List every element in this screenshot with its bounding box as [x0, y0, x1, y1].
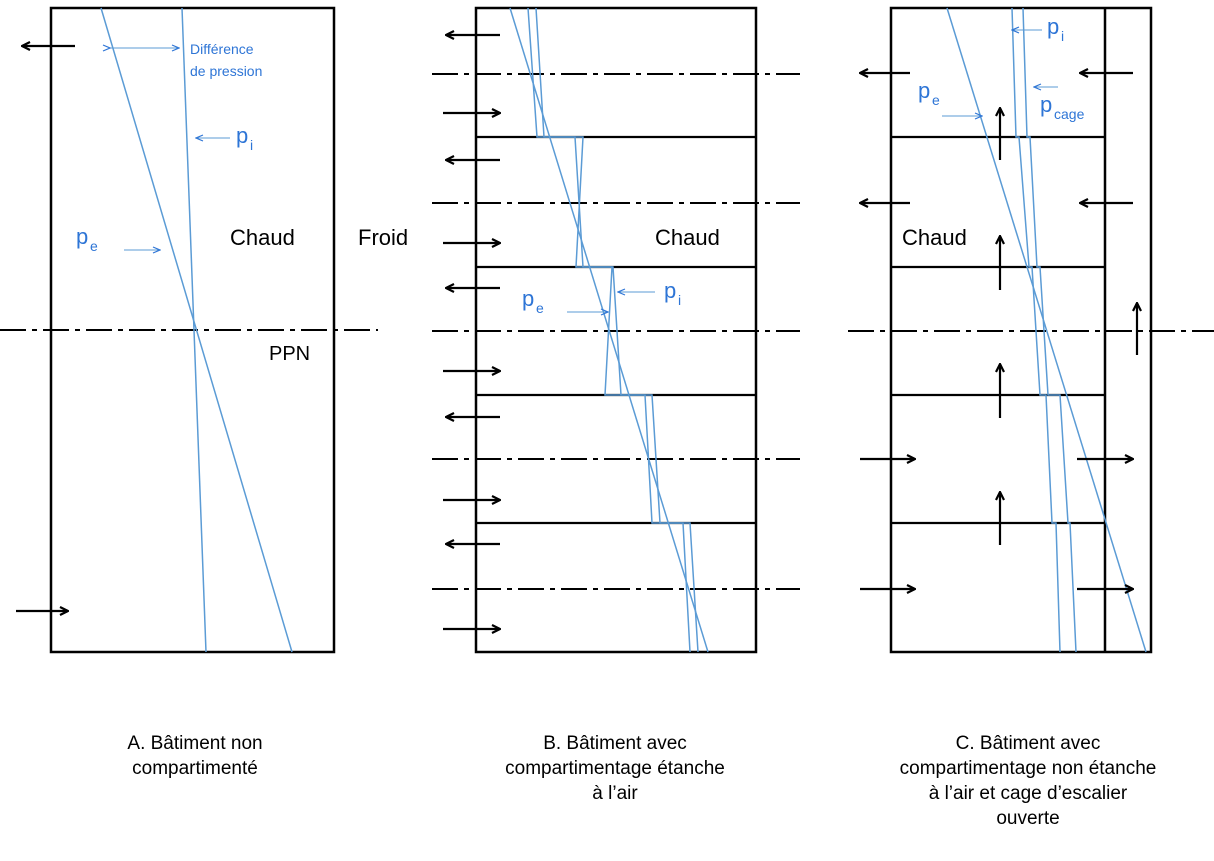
- pcage-subscript: cage: [1054, 106, 1085, 122]
- warm-label-a: Chaud: [230, 225, 295, 250]
- caption-c-line-2: compartimentage non étanche: [899, 758, 1157, 779]
- warm-label-c: Chaud: [902, 225, 967, 250]
- airflow-arrows-b: [443, 35, 500, 629]
- pi-subscript-b: i: [678, 292, 681, 308]
- pe-subscript-b: e: [536, 300, 544, 316]
- caption-b-line-3: à l’air: [592, 783, 638, 804]
- cold-label: Froid: [358, 225, 408, 250]
- interior-pressure-line-a: [181, 7, 207, 653]
- caption-b: B. Bâtiment avec compartimentage étanche…: [480, 731, 750, 806]
- caption-c-line-1: C. Bâtiment avec: [955, 733, 1101, 754]
- pcage-label: p: [1040, 92, 1052, 117]
- pi-subscript-c: i: [1061, 28, 1064, 44]
- pi-label-c: p: [1047, 14, 1059, 39]
- exterior-pressure-line-a: [100, 7, 293, 653]
- pi-label-a: p: [236, 123, 248, 148]
- pe-subscript-c: e: [932, 92, 940, 108]
- pi-label-b: p: [664, 278, 676, 303]
- caption-a-line-2: compartimenté: [132, 758, 258, 779]
- caption-c-line-4: ouverte: [996, 808, 1060, 829]
- pi-subscript-a: i: [250, 137, 253, 153]
- pe-label-b: p: [522, 286, 534, 311]
- neutral-planes-b: [432, 73, 800, 590]
- caption-c-line-3: à l’air et cage d’escalier: [928, 783, 1128, 804]
- pe-label-c: p: [918, 78, 930, 103]
- panel-c: p i p e p cage Chaud: [848, 6, 1214, 654]
- interior-pressure-line-b: [535, 7, 699, 653]
- caption-a: A. Bâtiment non compartimenté: [75, 731, 315, 781]
- pressure-difference-label-2: de pression: [190, 63, 262, 79]
- panel-a: Différence de pression p i p e Chaud PPN: [0, 6, 378, 654]
- caption-c: C. Bâtiment avec compartimentage non éta…: [858, 731, 1198, 831]
- caption-b-line-1: B. Bâtiment avec: [543, 733, 687, 754]
- caption-a-line-1: A. Bâtiment non: [127, 733, 263, 754]
- pe-label-a: p: [76, 224, 88, 249]
- airflow-arrows-c: [860, 73, 1137, 589]
- interior-pressure-line-c: [1011, 7, 1061, 653]
- warm-label-b: Chaud: [655, 225, 720, 250]
- stairwell-pressure-line-c: [1022, 7, 1077, 653]
- caption-b-line-2: compartimentage étanche: [505, 758, 725, 779]
- interior-pressure-line-b-2: [527, 7, 691, 653]
- pressure-difference-label: Différence: [190, 41, 254, 57]
- ppn-label: PPN: [269, 343, 310, 365]
- panel-b: Froid Chaud p i p e: [358, 6, 800, 654]
- pe-subscript-a: e: [90, 238, 98, 254]
